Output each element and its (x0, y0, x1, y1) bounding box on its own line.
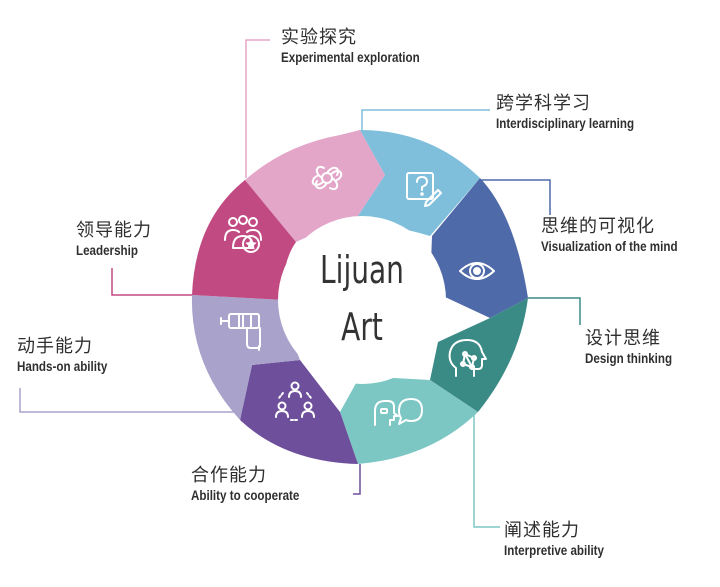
label-design: 设计思维 Design thinking (585, 328, 686, 368)
label-visualization: 思维的可视化 Visualization of the mind (541, 216, 700, 256)
label-experimental-en: Experimental exploration (281, 50, 420, 65)
segment-design (430, 298, 528, 412)
leader-line-cooperate (353, 464, 361, 495)
label-interpretive-en: Interpretive ability (504, 543, 605, 558)
segment-handson (191, 295, 300, 420)
label-interdisciplinary-en: Interdisciplinary learning (496, 116, 635, 131)
label-leadership-zh: 领导能力 (76, 220, 152, 241)
segment-visualization (430, 178, 528, 318)
segment-experimental (245, 130, 385, 242)
label-handson-en: Hands-on ability (17, 359, 108, 374)
label-cooperate: 合作能力 Ability to cooperate (191, 465, 317, 505)
label-handson-zh: 动手能力 (17, 336, 93, 357)
label-interdisciplinary-zh: 跨学科学习 (496, 93, 591, 114)
label-leadership-en: Leadership (76, 243, 138, 258)
leader-line-handson (19, 388, 240, 413)
label-experimental-zh: 实验探究 (281, 27, 357, 48)
leader-line-interdisciplinary (361, 109, 490, 132)
segment-interdisciplinary (350, 130, 480, 236)
label-interdisciplinary: 跨学科学习 Interdisciplinary learning (496, 93, 657, 133)
leader-line-design (528, 297, 581, 325)
leader-line-leadership (111, 268, 192, 296)
leader-line-interpretive (473, 413, 500, 528)
flower-swirl-icon (311, 166, 343, 190)
center-title-line2: Art (341, 306, 383, 350)
label-cooperate-zh: 合作能力 (191, 465, 267, 486)
label-design-zh: 设计思维 (585, 328, 661, 349)
label-cooperate-en: Ability to cooperate (191, 488, 300, 503)
label-visualization-en: Visualization of the mind (541, 239, 678, 254)
speech-faces-icon (374, 398, 423, 426)
label-experimental: 实验探究 Experimental exploration (281, 27, 442, 67)
leader-line-visualization (481, 179, 551, 215)
head-network-icon (448, 339, 487, 377)
label-interpretive-zh: 阐述能力 (504, 520, 580, 541)
leader-lines (19, 39, 581, 528)
label-leadership: 领导能力 Leadership (76, 220, 152, 260)
question-note-pencil-icon (406, 172, 442, 207)
label-handson: 动手能力 Hands-on ability (17, 336, 122, 376)
segment-cooperate (240, 360, 358, 464)
drill-icon (220, 313, 261, 351)
group-star-icon (224, 215, 262, 253)
label-design-en: Design thinking (585, 351, 673, 366)
eye-icon (459, 262, 495, 280)
center-circle (278, 216, 446, 384)
center-title-line1: Lijuan (320, 249, 404, 293)
people-cycle-icon (275, 381, 315, 421)
label-visualization-zh: 思维的可视化 (541, 216, 655, 237)
label-interpretive: 阐述能力 Interpretive ability (504, 520, 620, 560)
leader-line-experimental (245, 39, 270, 178)
